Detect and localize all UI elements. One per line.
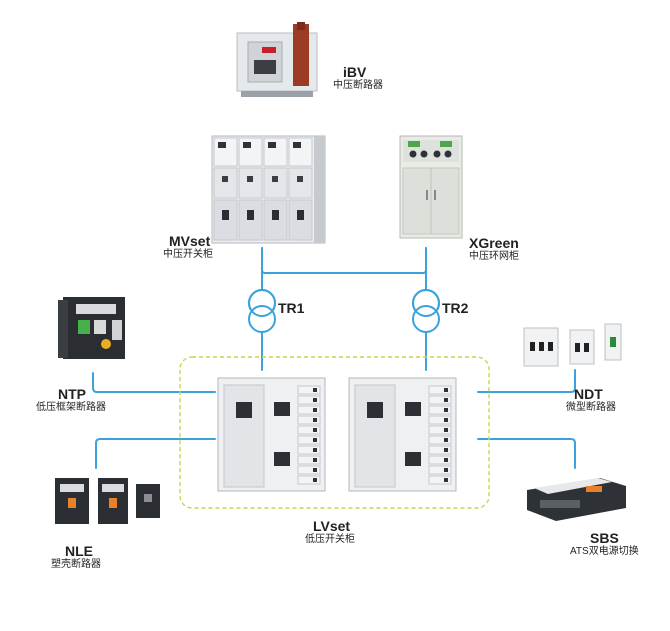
tr2-secondary-coil bbox=[412, 305, 440, 333]
nle-subtitle: 塑壳断路器 bbox=[51, 559, 101, 570]
ndt-mcb-image bbox=[523, 323, 622, 367]
sbs-line bbox=[477, 438, 576, 469]
ntp-line bbox=[92, 372, 216, 393]
tr1-label: TR1 bbox=[278, 300, 305, 316]
mvset-name: MVset bbox=[169, 233, 211, 249]
nle-label: NLE 塑壳断路器 bbox=[51, 543, 101, 571]
lvset-cabinet-right-image bbox=[348, 377, 457, 492]
lvset-label: LVset 低压开关柜 bbox=[305, 518, 355, 546]
ibv-breaker-image bbox=[236, 22, 318, 97]
nle-name: NLE bbox=[65, 543, 93, 559]
xgreen-label: XGreen 中压环网柜 bbox=[469, 235, 519, 263]
lvset-subtitle: 低压开关柜 bbox=[305, 534, 355, 545]
lvset-cabinet-left-image bbox=[217, 377, 326, 492]
tr2-label: TR2 bbox=[442, 300, 469, 316]
ntp-breaker-image bbox=[58, 297, 125, 359]
lvset-name: LVset bbox=[313, 518, 351, 534]
tr1-secondary-coil bbox=[248, 305, 276, 333]
xgreen-rmu-image bbox=[399, 135, 463, 239]
transformer-outlines bbox=[248, 289, 440, 317]
nle-line bbox=[95, 438, 216, 469]
tr1-primary-outline bbox=[248, 289, 276, 317]
ndt-subtitle: 微型断路器 bbox=[566, 402, 616, 413]
sbs-name: SBS bbox=[590, 530, 619, 546]
tr2-primary-outline bbox=[412, 289, 440, 317]
lvset-enclosure bbox=[179, 356, 490, 509]
mv-bus-line bbox=[261, 247, 427, 274]
nle-mccb-image bbox=[55, 478, 160, 524]
ndt-name: NDT bbox=[574, 386, 603, 402]
mvset-switchgear-image bbox=[211, 135, 326, 244]
mvset-label: MVset 中压开关柜 bbox=[163, 233, 213, 261]
sbs-label: SBS ATS双电源切换 bbox=[570, 530, 639, 558]
connection-lines bbox=[92, 247, 576, 469]
sbs-ats-image bbox=[527, 478, 626, 521]
xgreen-subtitle: 中压环网柜 bbox=[469, 251, 519, 262]
xgreen-name: XGreen bbox=[469, 235, 519, 251]
ndt-label: NDT 微型断路器 bbox=[566, 386, 616, 414]
ntp-name: NTP bbox=[58, 386, 86, 402]
ntp-label: NTP 低压框架断路器 bbox=[36, 386, 106, 414]
ibv-label: iBV 中压断路器 bbox=[333, 64, 383, 92]
sbs-subtitle: ATS双电源切换 bbox=[570, 546, 639, 557]
ndt-line bbox=[477, 369, 576, 393]
ntp-subtitle: 低压框架断路器 bbox=[36, 402, 106, 413]
ibv-name: iBV bbox=[343, 64, 367, 80]
ibv-subtitle: 中压断路器 bbox=[333, 80, 383, 91]
mvset-subtitle: 中压开关柜 bbox=[163, 249, 213, 260]
